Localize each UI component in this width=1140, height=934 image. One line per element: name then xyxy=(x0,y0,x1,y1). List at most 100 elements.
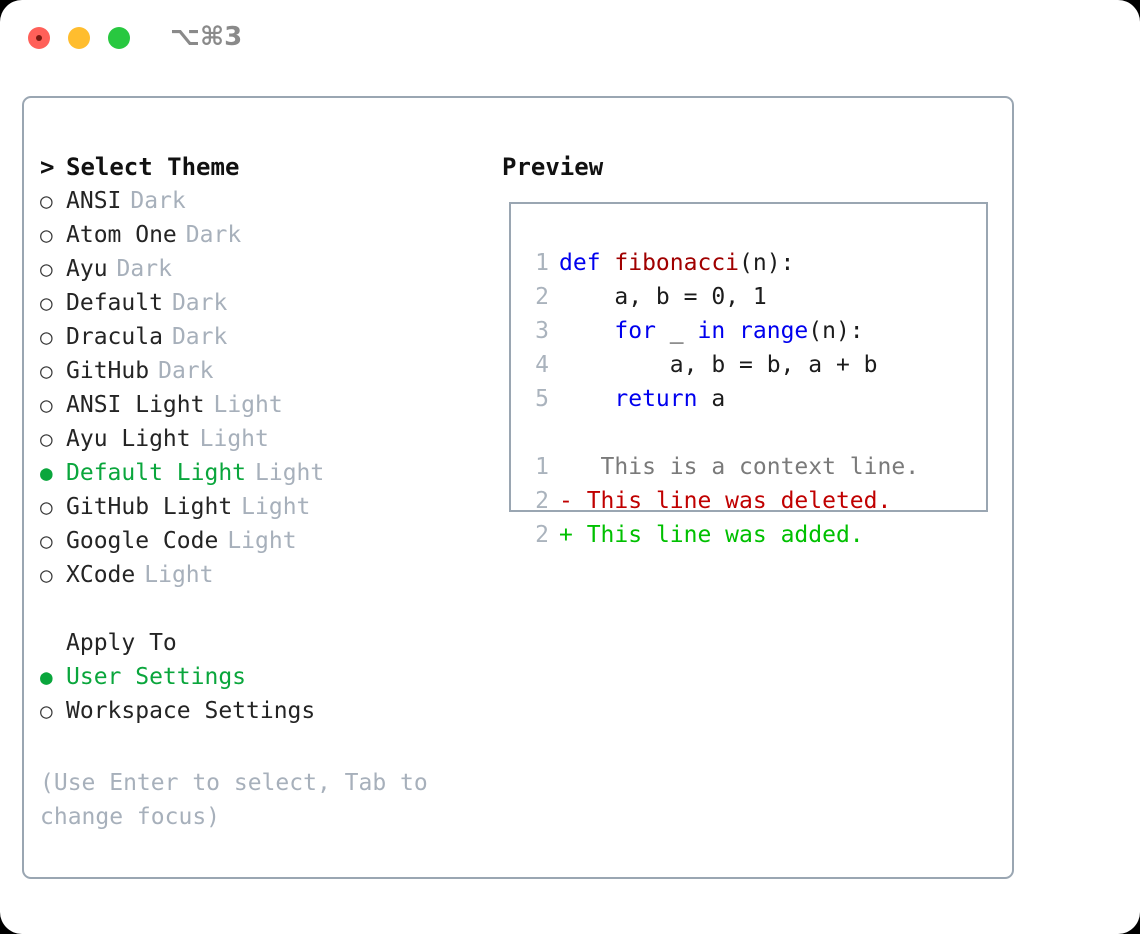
radio-unselected-icon: ○ xyxy=(40,359,53,383)
theme-name: Atom One xyxy=(66,222,177,248)
theme-variant: Dark xyxy=(185,222,242,248)
theme-name: ANSI Light xyxy=(66,392,205,418)
code-token: return xyxy=(614,386,698,412)
code-token: fibonacci xyxy=(614,250,740,276)
theme-variant: Light xyxy=(144,562,214,588)
apply-to-list: ● User Settings ○ Workspace Settings xyxy=(40,660,490,728)
select-theme-header-label: Select Theme xyxy=(66,153,240,181)
diff-line: 2 + This line was added. xyxy=(523,518,919,552)
radio-selected-icon: ● xyxy=(40,665,53,689)
code-token: a xyxy=(697,386,726,412)
theme-variant: Dark xyxy=(158,358,214,384)
diff-marker xyxy=(559,454,573,480)
theme-list-item[interactable]: ○ ANSI Light Light xyxy=(40,388,490,422)
theme-variant: Dark xyxy=(116,256,172,282)
radio-unselected-icon: ○ xyxy=(40,563,53,587)
apply-to-item[interactable]: ● User Settings xyxy=(40,660,490,694)
theme-variant: Dark xyxy=(171,324,228,350)
code-token: in range xyxy=(697,318,809,344)
code-token: for xyxy=(614,318,656,344)
theme-variant: Light xyxy=(199,426,269,452)
prompt-caret-icon: > xyxy=(40,153,55,181)
theme-list-item[interactable]: ○ Atom One Dark xyxy=(40,218,490,252)
radio-unselected-icon: ○ xyxy=(40,223,53,247)
section-spacer xyxy=(40,592,490,626)
theme-name: GitHub Light xyxy=(66,494,233,520)
minimize-window-button[interactable] xyxy=(68,27,90,49)
theme-variant: Dark xyxy=(171,290,228,316)
code-line-number: 5 xyxy=(535,386,549,412)
code-line-number: 4 xyxy=(535,352,549,378)
theme-name: XCode xyxy=(66,562,136,588)
theme-list-item[interactable]: ○ Dracula Dark xyxy=(40,320,490,354)
diff-line-number: 1 xyxy=(535,454,549,480)
theme-list-item[interactable]: ● Default Light Light xyxy=(40,456,490,490)
diff-line: 2- This line was deleted. xyxy=(523,484,919,518)
diff-text: This line was added. xyxy=(572,522,864,548)
code-token xyxy=(559,318,614,344)
theme-variant: Light xyxy=(255,460,325,486)
close-window-button[interactable] xyxy=(28,27,50,49)
theme-list-item[interactable]: ○ XCode Light xyxy=(40,558,490,592)
code-line-number: 2 xyxy=(535,284,549,310)
theme-name: Dracula xyxy=(66,324,163,350)
code-token: _ xyxy=(655,318,698,344)
theme-name: Google Code xyxy=(66,528,219,554)
diff-line-number: 2 xyxy=(535,488,549,514)
code-line: 3 for _ in range(n): xyxy=(523,314,919,348)
preview-title: Preview xyxy=(502,153,604,181)
maximize-window-button[interactable] xyxy=(108,27,130,49)
diff-line: 1 This is a context line. xyxy=(523,450,919,484)
code-token: def xyxy=(559,250,615,276)
apply-to-label: Workspace Settings xyxy=(66,698,316,724)
window-titlebar: ⌥⌘3 xyxy=(0,0,1140,76)
theme-name: GitHub xyxy=(66,358,150,384)
diff-marker: - xyxy=(559,488,573,514)
diff-text: This line was deleted. xyxy=(572,488,892,514)
radio-unselected-icon: ○ xyxy=(40,529,53,553)
radio-unselected-icon: ○ xyxy=(40,699,53,723)
theme-name: Default Light xyxy=(66,460,247,486)
code-line-number: 1 xyxy=(535,250,549,276)
code-token: a, b = b, a + b xyxy=(559,352,878,378)
theme-variant: Dark xyxy=(130,188,186,214)
diff-line-number: 2 xyxy=(535,522,549,548)
select-theme-header: > Select Theme xyxy=(40,150,490,184)
radio-unselected-icon: ○ xyxy=(40,495,53,519)
diff-text: This is a context line. xyxy=(572,454,920,480)
diff-marker: + xyxy=(559,522,573,548)
theme-name: Ayu Light xyxy=(66,426,191,452)
radio-unselected-icon: ○ xyxy=(40,257,53,281)
radio-unselected-icon: ○ xyxy=(40,189,53,213)
apply-to-header: Apply To xyxy=(66,630,177,656)
code-diff-separator xyxy=(523,416,919,450)
apply-to-label: User Settings xyxy=(66,664,247,690)
theme-list-item[interactable]: ○ GitHub Light Light xyxy=(40,490,490,524)
radio-selected-icon: ● xyxy=(40,461,53,485)
code-token: (n): xyxy=(808,318,864,344)
keyboard-hint-text: (Use Enter to select, Tab to change focu… xyxy=(40,770,428,830)
code-line: 2 a, b = 0, 1 xyxy=(523,280,919,314)
theme-list-item[interactable]: ○ GitHub Dark xyxy=(40,354,490,388)
theme-list-item[interactable]: ○ ANSI Dark xyxy=(40,184,490,218)
radio-unselected-icon: ○ xyxy=(40,325,53,349)
code-token: a, b = 0, 1 xyxy=(559,284,767,310)
window-title: ⌥⌘3 xyxy=(170,22,243,52)
apply-to-item[interactable]: ○ Workspace Settings xyxy=(40,694,490,728)
theme-variant: Light xyxy=(213,392,283,418)
radio-unselected-icon: ○ xyxy=(40,393,53,417)
theme-variant: Light xyxy=(241,494,311,520)
theme-name: ANSI xyxy=(66,188,122,214)
code-token xyxy=(559,386,614,412)
